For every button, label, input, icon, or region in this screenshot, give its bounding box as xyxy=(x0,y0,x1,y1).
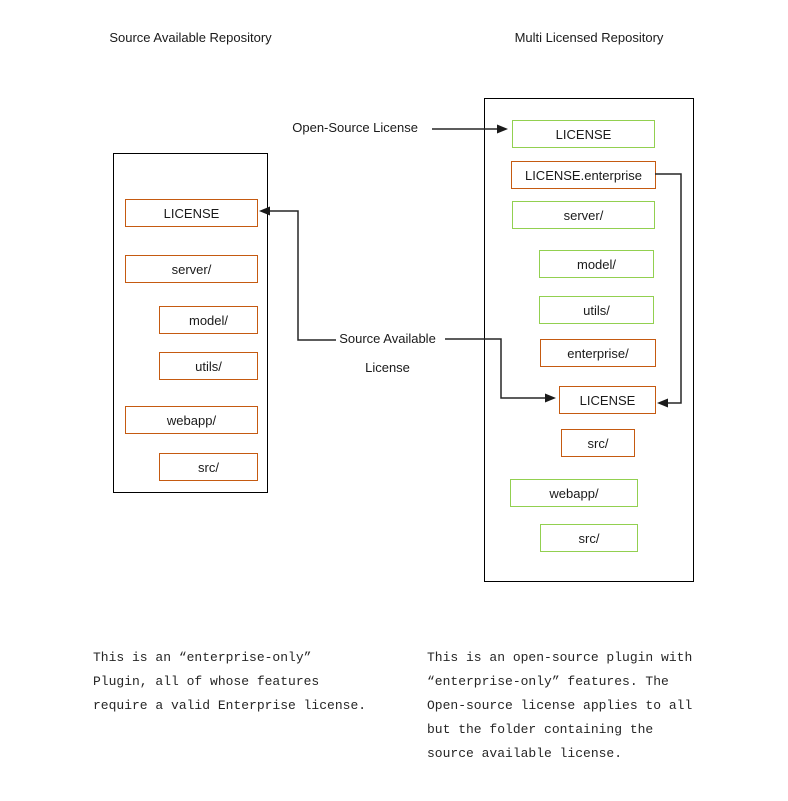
file-box-utils: utils/ xyxy=(539,296,654,324)
left-repo-title: Source Available Repository xyxy=(109,30,272,45)
file-box-model: model/ xyxy=(159,306,258,334)
left-repo-note: This is an “enterprise-only” Plugin, all… xyxy=(93,646,366,718)
file-box-license: LICENSE xyxy=(125,199,258,227)
file-box-enterprise-folder: enterprise/ xyxy=(540,339,656,367)
file-box-server: server/ xyxy=(125,255,258,283)
note-line: but the folder containing the xyxy=(427,722,654,737)
note-line: This is an open-source plugin with xyxy=(427,650,693,665)
file-box-license-enterprise: LICENSE.enterprise xyxy=(511,161,656,189)
note-line: source available license. xyxy=(427,746,623,761)
file-box-license-inner: LICENSE xyxy=(559,386,656,414)
note-line: Open-source license applies to all xyxy=(427,698,693,713)
file-box-src-inner: src/ xyxy=(561,429,635,457)
file-box-src: src/ xyxy=(159,453,258,481)
source-available-license-label-line2: License xyxy=(365,360,410,375)
file-box-model: model/ xyxy=(539,250,654,278)
right-repo-title: Multi Licensed Repository xyxy=(514,30,664,45)
file-box-license-opensource: LICENSE xyxy=(512,120,655,148)
note-line: Plugin, all of whose features xyxy=(93,674,320,689)
multi-licensed-repo-box: LICENSE LICENSE.enterprise server/ model… xyxy=(484,98,694,582)
source-available-to-left-license-arrow xyxy=(259,206,336,341)
file-box-utils: utils/ xyxy=(159,352,258,380)
file-box-src-bottom: src/ xyxy=(540,524,638,552)
note-line: “enterprise-only” features. The xyxy=(427,674,669,689)
file-box-webapp: webapp/ xyxy=(125,406,258,434)
file-box-webapp: webapp/ xyxy=(510,479,638,507)
right-repo-note: This is an open-source plugin with “ente… xyxy=(427,646,692,766)
source-available-license-label-line1: Source Available xyxy=(339,331,436,346)
open-source-license-label: Open-Source License xyxy=(292,120,418,135)
file-box-server: server/ xyxy=(512,201,655,229)
source-available-repo-box: LICENSE server/ model/ utils/ webapp/ sr… xyxy=(113,153,268,493)
note-line: This is an “enterprise-only” xyxy=(93,650,312,665)
note-line: require a valid Enterprise license. xyxy=(93,698,367,713)
